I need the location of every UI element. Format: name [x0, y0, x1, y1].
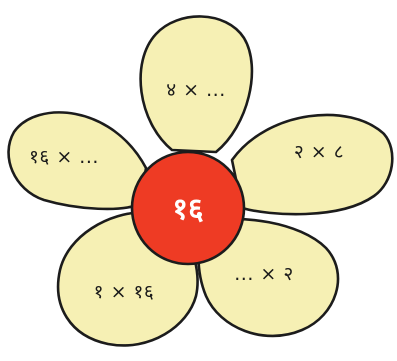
- petal-left-label: १६ × ...: [29, 146, 99, 168]
- petal-top-label: ४ × ...: [166, 79, 226, 101]
- petal-bottom-right-label: ... × २: [234, 263, 294, 285]
- petal-bottom-left-label: १ × १६: [94, 281, 155, 303]
- petal-right: [232, 115, 392, 214]
- petal-right-label: २ × ८: [294, 141, 344, 163]
- center-number: १६: [172, 192, 203, 227]
